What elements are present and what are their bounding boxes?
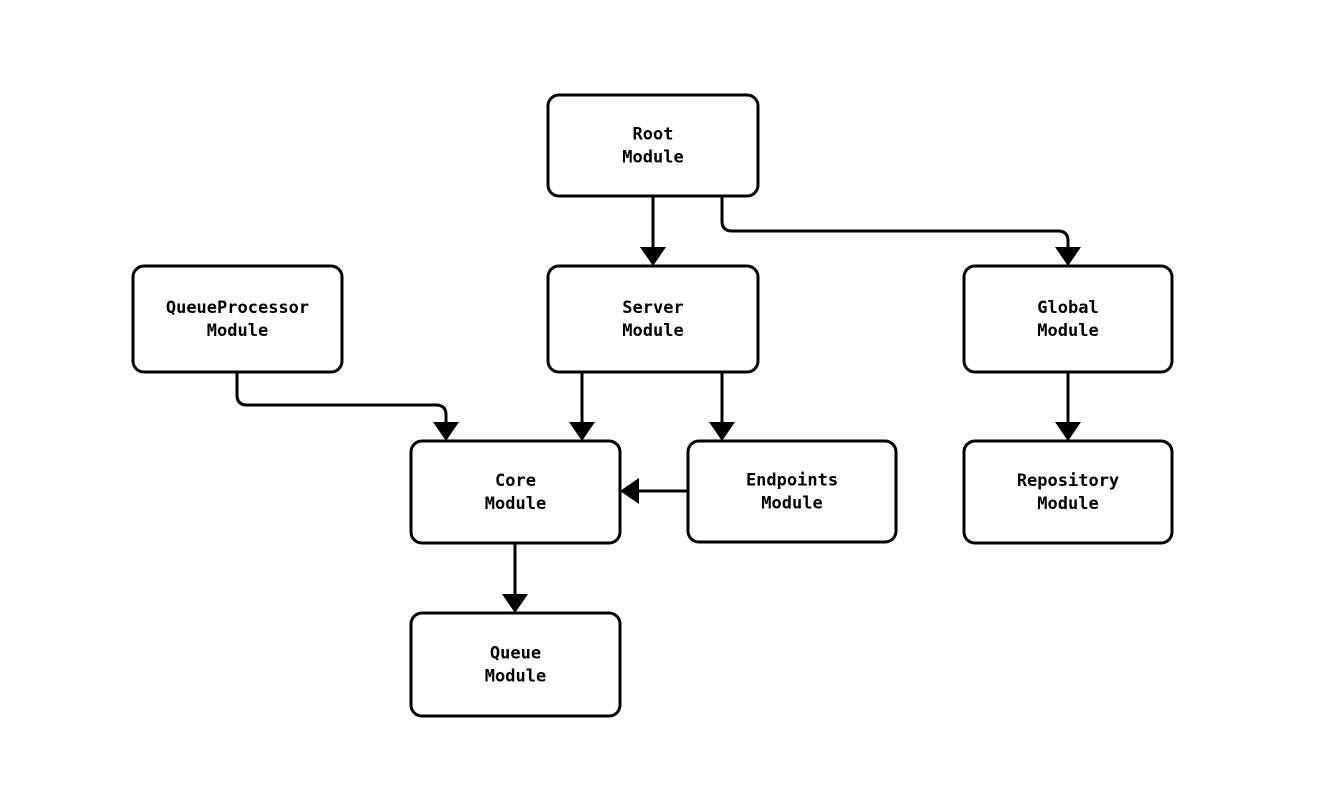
node-label-primary: Global xyxy=(1037,298,1098,318)
node-box[interactable] xyxy=(131,264,344,374)
node-label-secondary: Module xyxy=(761,494,822,514)
node-label-primary: Repository xyxy=(1017,471,1119,491)
edge-global-to-repository xyxy=(1055,372,1081,441)
node-label-primary: Core xyxy=(495,471,536,491)
node-box[interactable] xyxy=(962,264,1174,374)
node-label-secondary: Module xyxy=(207,321,268,341)
node-label-secondary: Module xyxy=(622,148,683,168)
edge-arrowhead xyxy=(433,422,459,441)
node-box[interactable] xyxy=(686,439,898,544)
node-label-primary: Queue xyxy=(490,644,541,664)
edge-line xyxy=(720,196,1070,250)
edge-arrowhead xyxy=(502,594,528,613)
edge-arrowhead xyxy=(620,478,639,504)
edge-arrowhead xyxy=(1055,422,1081,441)
edge-root-to-global xyxy=(720,196,1081,266)
edge-arrowhead xyxy=(1055,247,1081,266)
node-label-primary: Endpoints xyxy=(746,471,838,491)
edge-arrowhead xyxy=(640,247,666,266)
edges-layer xyxy=(235,196,1081,613)
edge-server-to-endpoints xyxy=(709,372,735,441)
node-box[interactable] xyxy=(962,439,1174,545)
node-label-secondary: Module xyxy=(622,321,683,341)
edge-arrowhead xyxy=(569,422,595,441)
node-box[interactable] xyxy=(546,264,760,374)
node-label-primary: Server xyxy=(622,298,683,318)
node-box[interactable] xyxy=(409,611,622,718)
node-label-secondary: Module xyxy=(485,494,546,514)
edge-core-to-queue xyxy=(502,543,528,613)
edge-endpoints-to-core xyxy=(620,478,688,504)
node-label-secondary: Module xyxy=(485,667,546,687)
edge-root-to-server xyxy=(640,196,666,266)
node-label-secondary: Module xyxy=(1037,494,1098,514)
nodes-layer: RootModuleQueueProcessorModuleServerModu… xyxy=(131,93,1174,718)
node-label-secondary: Module xyxy=(1037,321,1098,341)
edge-server-to-core xyxy=(569,372,595,441)
node-label-primary: Root xyxy=(633,125,674,145)
node-label-primary: QueueProcessor xyxy=(166,298,309,318)
edge-arrowhead xyxy=(709,422,735,441)
node-box[interactable] xyxy=(546,93,760,198)
edge-queueprocessor-to-core xyxy=(235,372,459,441)
node-box[interactable] xyxy=(409,439,622,545)
edge-line xyxy=(235,372,448,425)
